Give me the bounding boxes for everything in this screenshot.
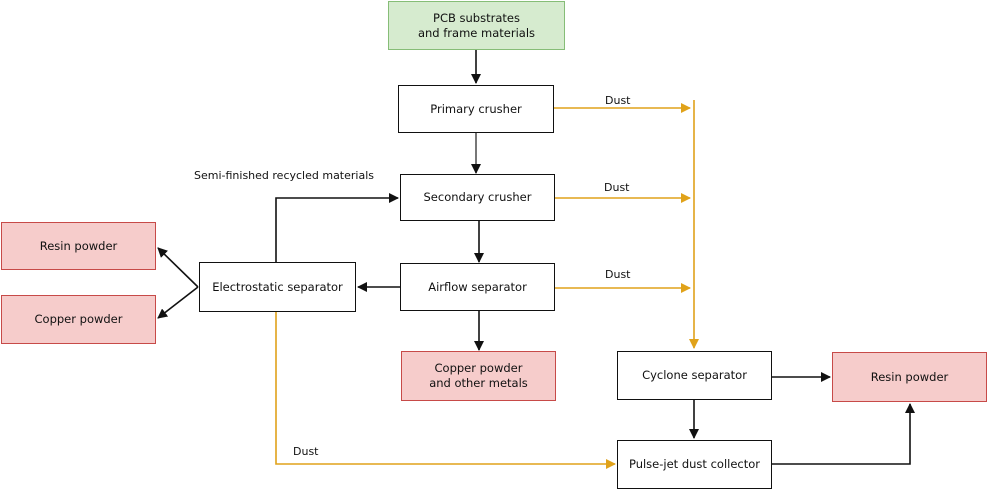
node-resin-powder-left: Resin powder <box>1 222 156 270</box>
node-secondary-crusher: Secondary crusher <box>400 174 555 221</box>
arrow-electrostatic-to-copper <box>157 286 199 319</box>
arrow-electrostatic-to-secondary <box>275 193 399 262</box>
node-copper-powder-left: Copper powder <box>1 295 156 344</box>
label-dust-airflow: Dust <box>605 268 631 281</box>
label-dust-secondary: Dust <box>604 181 630 194</box>
arrow-pulse-to-resin <box>772 403 915 465</box>
node-copper-powder-metals: Copper powder and other metals <box>401 351 556 401</box>
node-resin-powder-right: Resin powder <box>832 352 987 402</box>
label-dust-electrostatic: Dust <box>293 445 319 458</box>
node-electrostatic-separator: Electrostatic separator <box>199 262 356 312</box>
node-airflow-separator: Airflow separator <box>400 263 555 311</box>
label-dust-primary: Dust <box>605 94 631 107</box>
dust-arrow-electrostatic-to-pulse <box>275 312 616 469</box>
node-primary-crusher: Primary crusher <box>398 85 554 133</box>
node-pcb-substrates: PCB substrates and frame materials <box>388 1 565 50</box>
node-pulse-jet-dust-collector: Pulse-jet dust collector <box>617 440 772 489</box>
label-semi-finished: Semi-finished recycled materials <box>194 169 374 182</box>
arrow-electrostatic-to-resin <box>157 247 199 288</box>
node-cyclone-separator: Cyclone separator <box>617 351 772 400</box>
